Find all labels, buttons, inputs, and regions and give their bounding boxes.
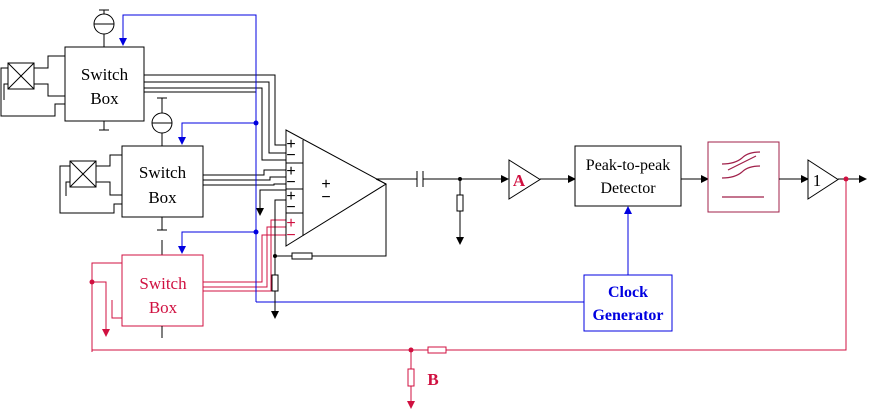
cross-element-1: [7, 62, 35, 90]
node-b-resistor: [407, 368, 415, 387]
switch-box-2-line1: Switch: [139, 163, 187, 182]
clock-generator-line2: Generator: [592, 307, 663, 324]
opamp-triangle: [285, 129, 387, 247]
opamp-inner-minus: −: [321, 189, 330, 206]
opamp-input-sign-7: +: [286, 215, 295, 232]
lowpass-filter-icon: [721, 151, 764, 198]
signal-chain: A Peak-to-peak Detector 1: [375, 141, 867, 245]
opamp-inner-plus: +: [321, 176, 330, 193]
opamp-input-sign-5: +: [286, 188, 295, 205]
unity-buffer: [807, 159, 839, 200]
opamp-input-sign-2: −: [286, 147, 295, 164]
box-output-wires: [144, 74, 286, 292]
clock-generator: Clock Generator: [583, 206, 673, 332]
filter-block: [707, 141, 780, 213]
switch-box-1-frame: [64, 46, 145, 122]
clock-generator-line1: Clock: [608, 284, 648, 301]
opamp-input-sign-8: −: [286, 227, 295, 244]
switch-box-2-line2: Box: [148, 188, 177, 207]
amplifier-a: [508, 159, 541, 200]
opamp-feedback: [271, 184, 387, 319]
amplifier-a-label: A: [513, 171, 526, 190]
ground-resistor: [271, 274, 279, 292]
switch-box-3-line2: Box: [149, 298, 178, 317]
peak-detector-frame: [574, 145, 682, 207]
switch-box-1: Switch Box: [0, 9, 145, 131]
unity-buffer-label: 1: [813, 171, 822, 190]
switch-box-3-line1: Switch: [139, 274, 187, 293]
switch-box-3: Switch Box: [89, 240, 204, 352]
feedback-resistor: [291, 252, 313, 260]
shunt-resistor: [456, 194, 464, 212]
feedback-loop: B: [92, 179, 847, 409]
node-b-label: B: [427, 370, 438, 389]
opamp-input-sign-3: +: [286, 163, 295, 180]
opamp-input-sign-1: +: [286, 136, 295, 153]
loop-resistor: [427, 346, 447, 354]
opamp-input-sign-6: −: [286, 199, 295, 216]
switch-box-2-frame: [121, 145, 204, 218]
peak-detector-line1: Peak-to-peak: [586, 157, 670, 174]
opamp-summer: + − + − + − + − + −: [285, 129, 387, 247]
opamp-input-sign-4: −: [286, 174, 295, 191]
control-lines: [119, 14, 584, 303]
clock-generator-frame: [583, 274, 673, 332]
cross-element-2: [69, 160, 97, 188]
switch-box-2: Switch Box: [59, 97, 204, 231]
switch-box-1-line2: Box: [90, 89, 119, 108]
switch-box-1-line1: Switch: [81, 65, 129, 84]
peak-detector-line2: Detector: [600, 180, 656, 197]
